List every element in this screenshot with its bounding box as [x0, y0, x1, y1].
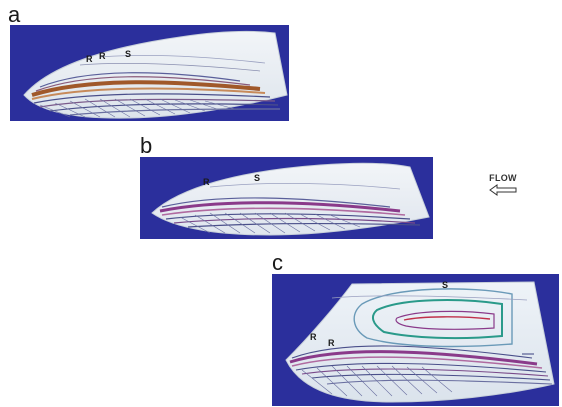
panel-letter-a: a — [8, 4, 20, 26]
panel-b: R S — [140, 157, 433, 239]
sand-body-c-diagram: S R R — [272, 274, 559, 406]
sand-body-b-diagram: R S — [140, 157, 433, 239]
sand-body-a-diagram: R R S — [10, 25, 289, 121]
label-r2-c: R — [328, 338, 335, 348]
label-r2-a: R — [99, 51, 106, 61]
label-s-c: S — [442, 280, 448, 290]
panel-c: S R R — [272, 274, 559, 406]
label-s-a: S — [125, 49, 131, 59]
label-r1-c: R — [310, 332, 317, 342]
left-arrow-icon — [488, 184, 518, 196]
panel-a: R R S — [10, 25, 289, 121]
label-s-b: S — [254, 173, 260, 183]
panel-letter-b: b — [140, 135, 152, 157]
label-r1-a: R — [86, 54, 93, 64]
flow-label: FLOW — [483, 173, 523, 183]
flow-indicator: FLOW — [483, 173, 523, 196]
label-r-b: R — [203, 177, 210, 187]
panel-letter-c: c — [272, 252, 283, 274]
